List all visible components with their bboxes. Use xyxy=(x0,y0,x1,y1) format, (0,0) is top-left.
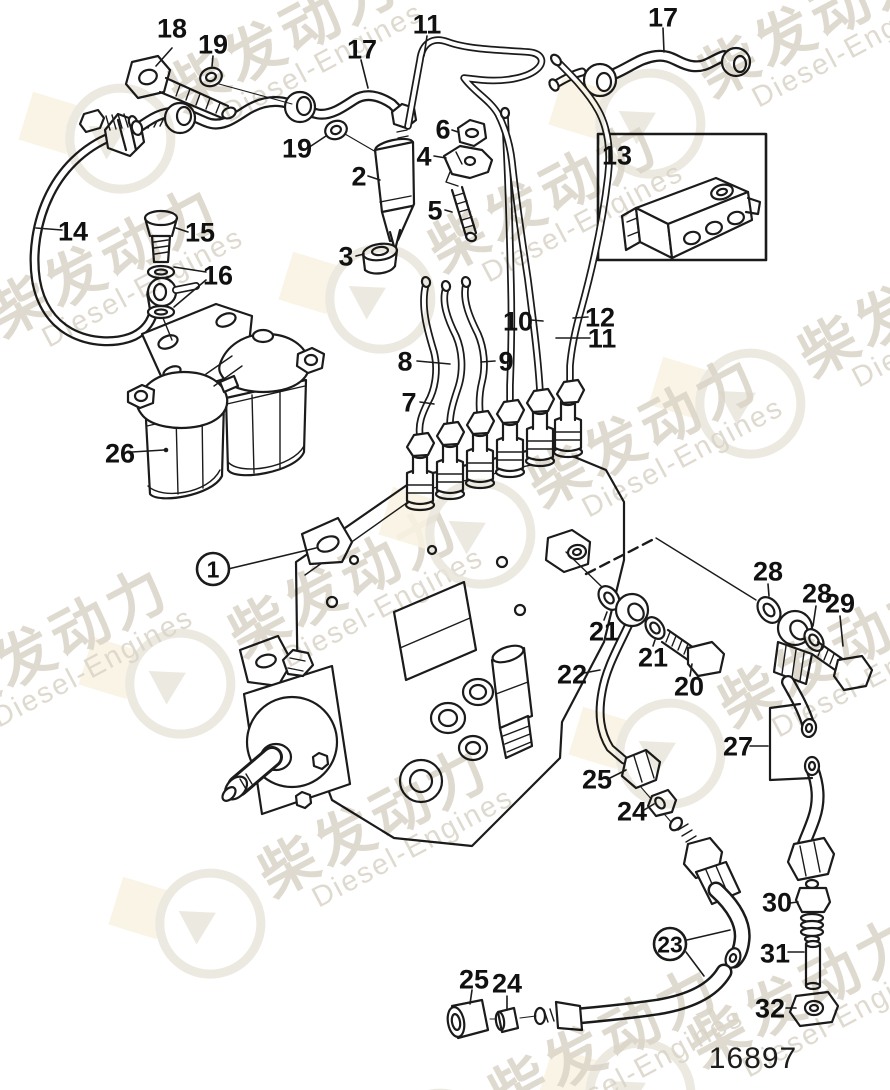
callout-label: 24 xyxy=(492,969,522,999)
callout-label: 29 xyxy=(825,589,855,619)
fuel-hose-17 xyxy=(548,46,752,98)
callout-label: 3 xyxy=(338,242,353,272)
callout-label: 19 xyxy=(198,30,228,60)
injection-pipes-7-12 xyxy=(404,36,613,458)
pipe-union-nuts xyxy=(405,378,586,458)
callout-label: 2 xyxy=(351,162,366,192)
callout-label: 21 xyxy=(589,617,619,647)
banjo-assembly-20-21-22 xyxy=(565,537,757,831)
callout-label: 20 xyxy=(674,672,704,702)
callout-label: 7 xyxy=(401,388,416,418)
callout-label: 24 xyxy=(617,797,647,827)
callout-label: 1 xyxy=(207,556,220,582)
callout-label: 19 xyxy=(282,134,312,164)
bracket-box-13 xyxy=(596,132,768,262)
callout-label: 30 xyxy=(762,888,792,918)
callout-label: 5 xyxy=(427,196,442,226)
fuel-pipe-14-assembly xyxy=(29,112,200,347)
leader-lines xyxy=(35,27,844,1011)
callout-label: 28 xyxy=(802,579,832,609)
callout-label: 11 xyxy=(413,10,442,40)
injection-pump-1 xyxy=(221,397,626,848)
callout-label: 17 xyxy=(347,35,377,65)
callout-label: 22 xyxy=(557,660,587,690)
callout-label: 32 xyxy=(755,994,785,1024)
callout-label: 18 xyxy=(157,14,187,44)
callout-label: 12 xyxy=(585,303,615,333)
callout-label: 25 xyxy=(459,965,489,995)
callout-label: 17 xyxy=(648,3,678,33)
callout-label: 31 xyxy=(760,939,790,969)
callout-label: 21 xyxy=(638,643,668,673)
callout-label: 13 xyxy=(602,141,632,171)
callout-label: 26 xyxy=(105,439,135,469)
callout-label: 28 xyxy=(753,557,783,587)
callout-label: 6 xyxy=(435,115,450,145)
return-elbow-assembly-27-32 xyxy=(756,596,874,1028)
callout-circle xyxy=(195,551,231,587)
callout-label: 10 xyxy=(503,307,533,337)
fuel-filter-26 xyxy=(126,302,326,500)
callout-label: 23 xyxy=(657,931,683,957)
fuel-hose-23-assembly xyxy=(446,816,751,1040)
callout-label: 4 xyxy=(416,142,431,172)
callout-circle xyxy=(652,926,688,962)
callout-label: 25 xyxy=(582,765,612,795)
callout-label: 11 xyxy=(588,324,617,354)
callout-label: 16 xyxy=(203,261,233,291)
callout-label: 8 xyxy=(397,347,412,377)
figure-number: 16897 xyxy=(708,1042,798,1075)
return-manifold-assembly xyxy=(78,54,404,136)
callout-label: 27 xyxy=(723,732,753,762)
callout-label: 15 xyxy=(185,218,215,248)
callout-label: 9 xyxy=(498,347,513,377)
callout-label: 14 xyxy=(58,217,88,247)
